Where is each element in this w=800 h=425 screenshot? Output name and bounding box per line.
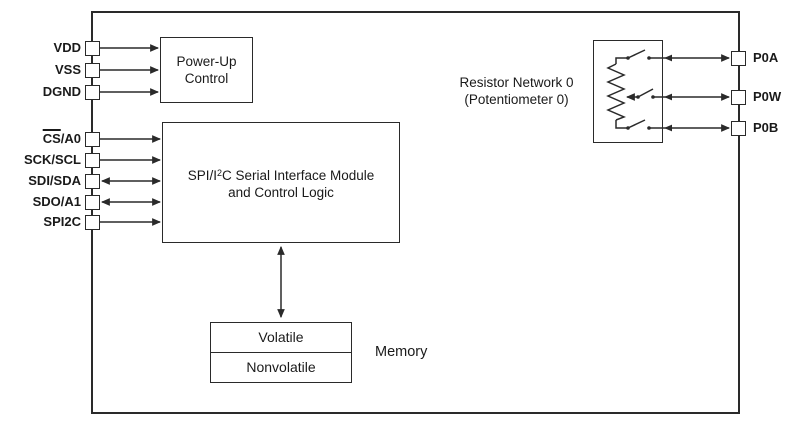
pin-label-sck-scl: SCK/SCL — [23, 152, 81, 167]
p0w-left-arrowhead — [664, 93, 672, 101]
pin-box-dgnd — [84, 84, 100, 100]
pin-label-spi2c: SPI2C — [43, 214, 81, 229]
pin-box-p0a — [730, 50, 746, 66]
pin-label-sdo-a1: SDO/A1 — [32, 194, 81, 209]
pin-box-p0w — [730, 89, 746, 105]
pin-label-cs-a0: CS/A0 — [42, 131, 81, 146]
tap-b-contact-dot — [626, 126, 630, 130]
memory-block: Volatile Nonvolatile — [210, 322, 352, 383]
pin-label-dgnd: DGND — [42, 84, 81, 99]
memory-caption: Memory — [375, 344, 428, 360]
pin-box-p0b — [730, 120, 746, 136]
power-up-control-label: Power-Up Control — [176, 54, 237, 86]
tap-a-contact-dot — [626, 56, 630, 60]
resistor-network-label: Resistor Network 0 (Potentiometer 0) — [459, 75, 574, 107]
resistor-network-box — [593, 40, 663, 143]
tap-b-switch-blade — [627, 119, 646, 129]
memory-cell-volatile: Volatile — [211, 323, 351, 353]
pin-box-sdo-a1 — [84, 194, 100, 210]
spi-i2c-interface-block: SPI/I2C Serial Interface Module and Cont… — [162, 122, 400, 243]
power-up-control-block: Power-Up Control — [160, 37, 253, 103]
p0a-left-arrowhead — [664, 54, 672, 62]
spi-i2c-interface-label: SPI/I2C Serial Interface Module and Cont… — [187, 167, 375, 200]
pin-box-vdd — [84, 40, 100, 56]
tap-a-lead — [615, 57, 627, 64]
pin-label-p0a: P0A — [753, 50, 779, 65]
pin-box-sck-scl — [84, 152, 100, 168]
pin-label-sdi-sda: SDI/SDA — [28, 173, 81, 188]
resistor-network-internals — [606, 49, 655, 130]
tap-w-switch-blade — [637, 88, 654, 98]
pin-label-vss: VSS — [54, 62, 81, 77]
tap-w-contact-dot — [636, 95, 640, 99]
pin-box-sdi-sda — [84, 173, 100, 189]
tap-b-lead — [615, 120, 627, 129]
memory-cell-nonvolatile: Nonvolatile — [246, 359, 316, 375]
pin-label-vdd: VDD — [53, 40, 81, 55]
chip-boundary — [91, 11, 740, 414]
pin-label-p0w: P0W — [753, 89, 782, 104]
pin-box-vss — [84, 62, 100, 78]
tap-a-switch-blade — [627, 49, 646, 59]
pin-label-p0b: P0B — [753, 120, 779, 135]
p0b-left-arrowhead — [664, 124, 672, 132]
pin-box-spi2c — [84, 214, 100, 230]
pin-box-cs-a0 — [84, 131, 100, 147]
resistor-zigzag — [606, 63, 626, 121]
